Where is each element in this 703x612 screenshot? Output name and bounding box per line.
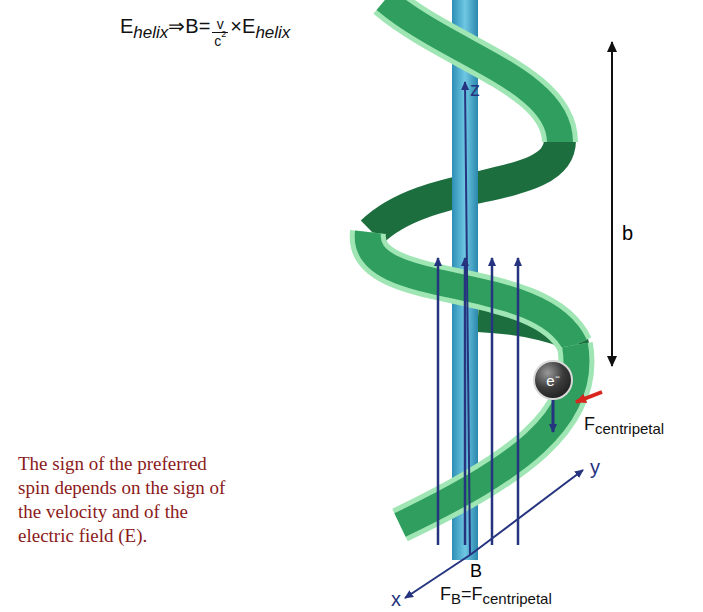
label-text: ⇒B= xyxy=(168,14,210,38)
label-text: c xyxy=(214,34,221,48)
label-text: =F xyxy=(461,584,483,605)
force-label: Fcentripetal xyxy=(584,414,664,435)
label-text: F xyxy=(440,584,451,605)
formula: Ehelix⇒B=vc2×Ehelix xyxy=(120,14,290,52)
label-text: F xyxy=(584,414,595,435)
denominator: c2 xyxy=(214,34,226,48)
electron-sphere: e⁻ xyxy=(533,360,573,400)
label-text: z xyxy=(470,78,480,101)
label-text: B xyxy=(470,561,482,582)
electron-label: e⁻ xyxy=(546,370,559,390)
b-field-arrows xyxy=(438,258,518,545)
label-text: 2 xyxy=(221,30,226,39)
fraction: vc2 xyxy=(212,17,228,48)
label-text: centripetal xyxy=(483,590,552,607)
coordinate-axes xyxy=(405,82,583,598)
label-text: helix xyxy=(255,23,290,43)
helix-front xyxy=(368,0,577,525)
label-text: E xyxy=(120,15,133,38)
velocity-arrow xyxy=(552,400,555,432)
label-text: helix xyxy=(133,23,168,43)
force-arrow xyxy=(576,392,602,402)
label-text: y xyxy=(590,456,600,479)
label-text: ×E xyxy=(230,15,255,38)
label-text: x xyxy=(391,588,401,611)
label-text: b xyxy=(622,222,633,245)
label-text: B xyxy=(451,590,461,607)
numerator: v xyxy=(217,17,224,31)
pitch-arrow xyxy=(611,42,613,366)
label-text: centripetal xyxy=(595,420,664,437)
force-equation: FB=Fcentripetal xyxy=(440,584,552,605)
caption-text: The sign of the preferred spin depends o… xyxy=(18,452,233,548)
